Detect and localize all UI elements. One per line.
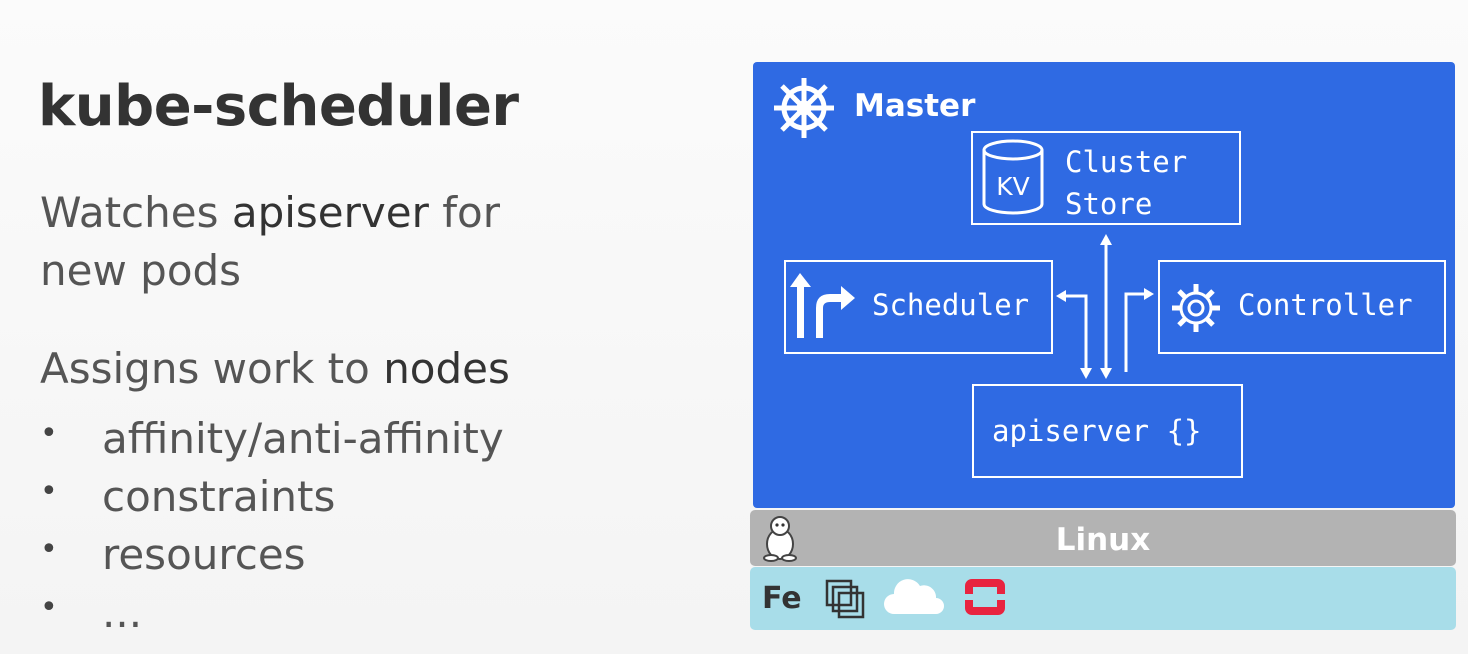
- linux-label: Linux: [1055, 522, 1151, 558]
- route-arrows-icon: [790, 273, 855, 338]
- kubernetes-wheel-icon: [774, 78, 834, 138]
- master-label: Master: [854, 88, 976, 124]
- infra-label: Fe: [762, 581, 802, 616]
- infrastructure-layer: Fe: [750, 567, 1456, 630]
- connector-arrows: [1056, 234, 1154, 379]
- controller-box: Controller: [1158, 260, 1446, 354]
- linux-layer: Linux: [750, 510, 1456, 566]
- scheduler-label: Scheduler: [872, 288, 1030, 322]
- svg-text:KV: KV: [996, 172, 1030, 201]
- controller-label: Controller: [1238, 288, 1413, 322]
- cloud-icon: [884, 579, 944, 614]
- slide-title: kube-scheduler: [38, 74, 519, 139]
- tux-penguin-icon: [763, 516, 797, 562]
- assigns-text: Assigns work to nodes: [40, 344, 510, 393]
- openshift-icon: [962, 579, 1008, 615]
- apiserver-label: apiserver {}: [992, 414, 1202, 448]
- gear-icon: [1172, 284, 1220, 332]
- apiserver-box: apiserver {}: [972, 384, 1243, 478]
- master-panel: [753, 62, 1455, 508]
- vmware-icon: [825, 579, 865, 619]
- database-icon: KV: [982, 139, 1044, 215]
- scheduler-box: Scheduler: [784, 260, 1053, 354]
